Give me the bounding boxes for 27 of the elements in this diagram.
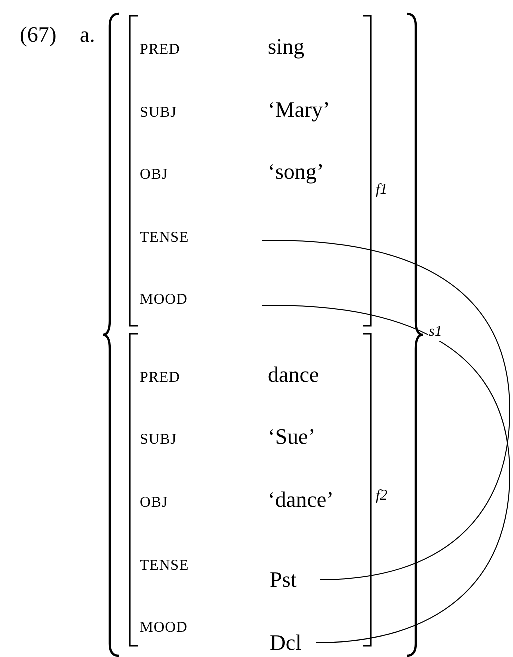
attribute-value: sing [268,34,305,60]
structure-label: s1 [428,324,444,341]
attribute-name: TENSE [140,229,190,248]
attribute-name: PRED [140,369,180,388]
attribute-name: SUBJ [140,104,178,123]
feature-value: Dcl [270,630,314,656]
value-slot-line [262,240,272,241]
example-number: (67) [20,22,57,48]
attribute-value: ‘song’ [268,159,324,185]
attribute-name: OBJ [140,166,168,185]
attribute-value: dance [268,362,320,388]
connecting-curve [272,240,510,580]
attribute-value: ‘dance’ [268,487,334,513]
attribute-name: SUBJ [140,431,178,450]
attribute-name: TENSE [140,557,190,576]
feature-value: Pst [270,567,318,593]
attribute-value: ‘Sue’ [268,424,316,450]
example-number: a. [80,22,96,48]
structure-label: f2 [375,488,389,505]
value-slot-line [262,305,272,306]
attribute-name: MOOD [140,619,188,638]
attribute-value: ‘Mary’ [268,97,330,123]
attribute-name: MOOD [140,291,188,310]
structure-label: f1 [375,182,389,199]
connecting-curve [272,305,510,644]
attribute-name: OBJ [140,494,168,513]
attribute-name: PRED [140,41,180,60]
